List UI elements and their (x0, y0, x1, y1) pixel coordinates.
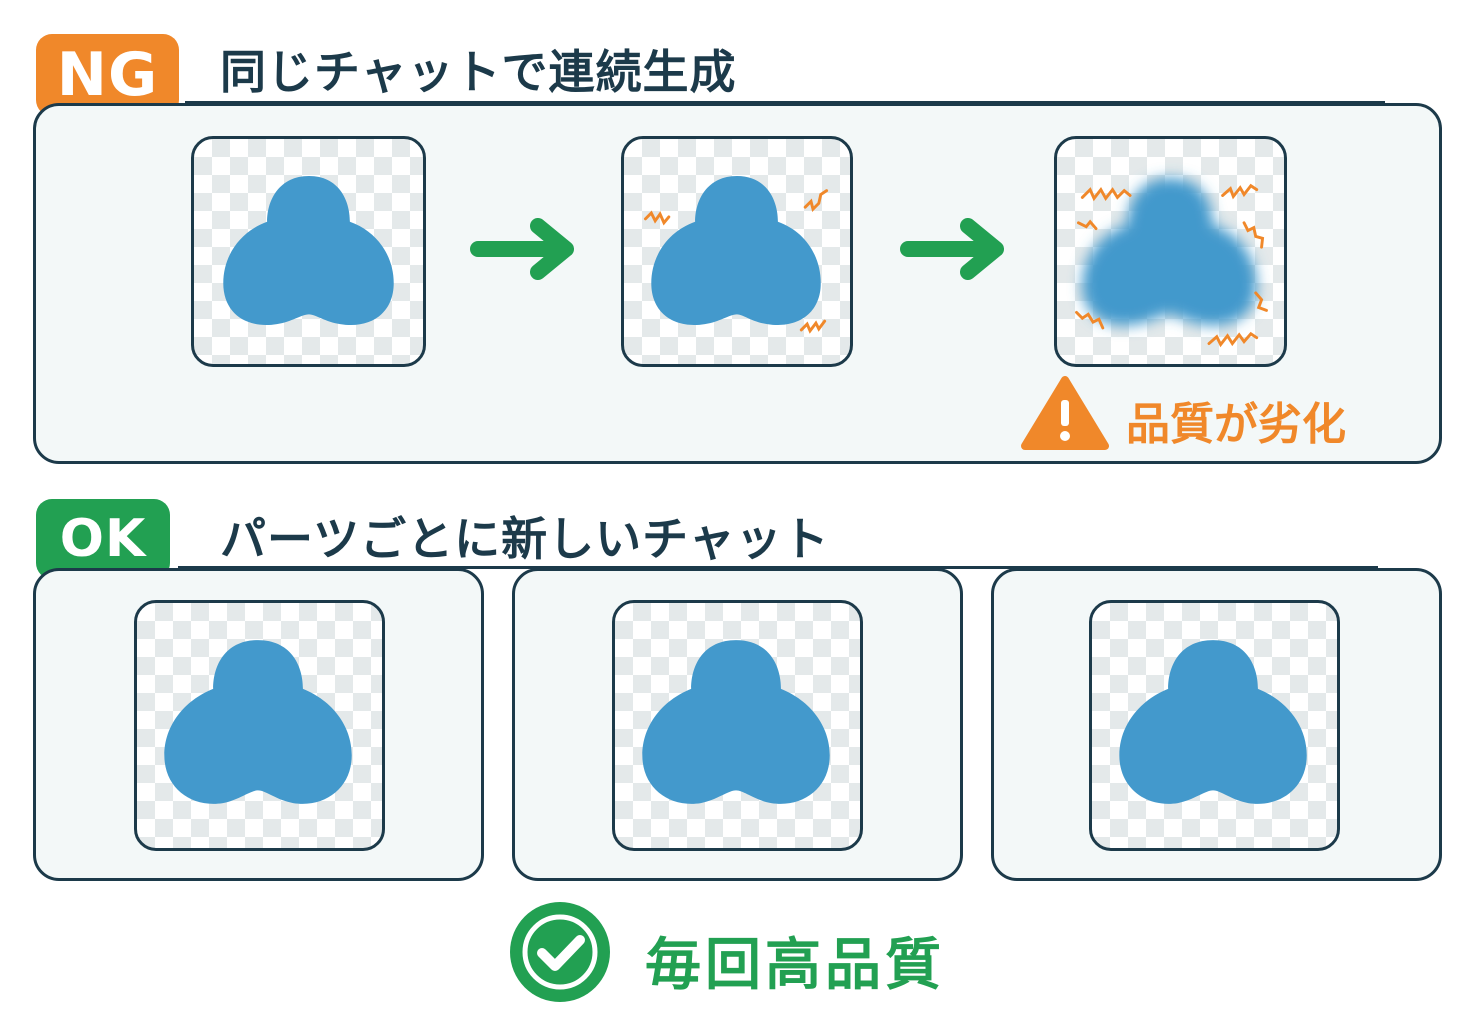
ok-heading-underline (178, 566, 1378, 569)
noise-squiggle-icon (643, 210, 671, 226)
arrow-right-icon (470, 218, 574, 280)
blob-shape-icon (643, 176, 829, 334)
noise-squiggle-icon (1221, 183, 1259, 200)
quality-degraded-label: 品質が劣化 (1126, 399, 1346, 450)
blob-shape-icon (642, 640, 830, 804)
high-quality-label: 毎回高品質 (645, 933, 945, 998)
ok-heading: パーツごとに新しいチャット (220, 512, 830, 566)
check-circle-icon (510, 902, 610, 1002)
blob-shape-icon (1119, 640, 1307, 804)
ok-part-1-image (134, 600, 385, 851)
ng-step-2-image (621, 136, 853, 367)
warning-triangle-icon (1021, 376, 1109, 450)
ok-part-2-image (612, 600, 863, 851)
noise-squiggle-icon (1254, 291, 1268, 312)
ok-part-3-image (1089, 600, 1340, 851)
noise-squiggle-icon (1076, 219, 1098, 231)
blob-shape-icon (164, 640, 352, 804)
ok-badge: OK (36, 499, 170, 579)
noise-squiggle-icon (1207, 331, 1259, 348)
ng-badge: NG (36, 34, 179, 116)
ng-step-3-image (1054, 136, 1287, 367)
noise-squiggle-icon (803, 189, 829, 212)
noise-squiggle-icon (799, 319, 827, 334)
ng-heading-underline (185, 101, 1385, 104)
blurred-blob-shape-icon (1075, 177, 1268, 348)
blob-shape-icon (223, 176, 394, 325)
ng-heading: 同じチャットで連続生成 (220, 45, 737, 99)
ng-step-1-image (191, 136, 426, 367)
noise-squiggle-icon (1075, 310, 1105, 330)
arrow-right-icon (900, 218, 1004, 280)
noise-squiggle-icon (1242, 221, 1265, 249)
noise-squiggle-icon (1080, 187, 1132, 202)
